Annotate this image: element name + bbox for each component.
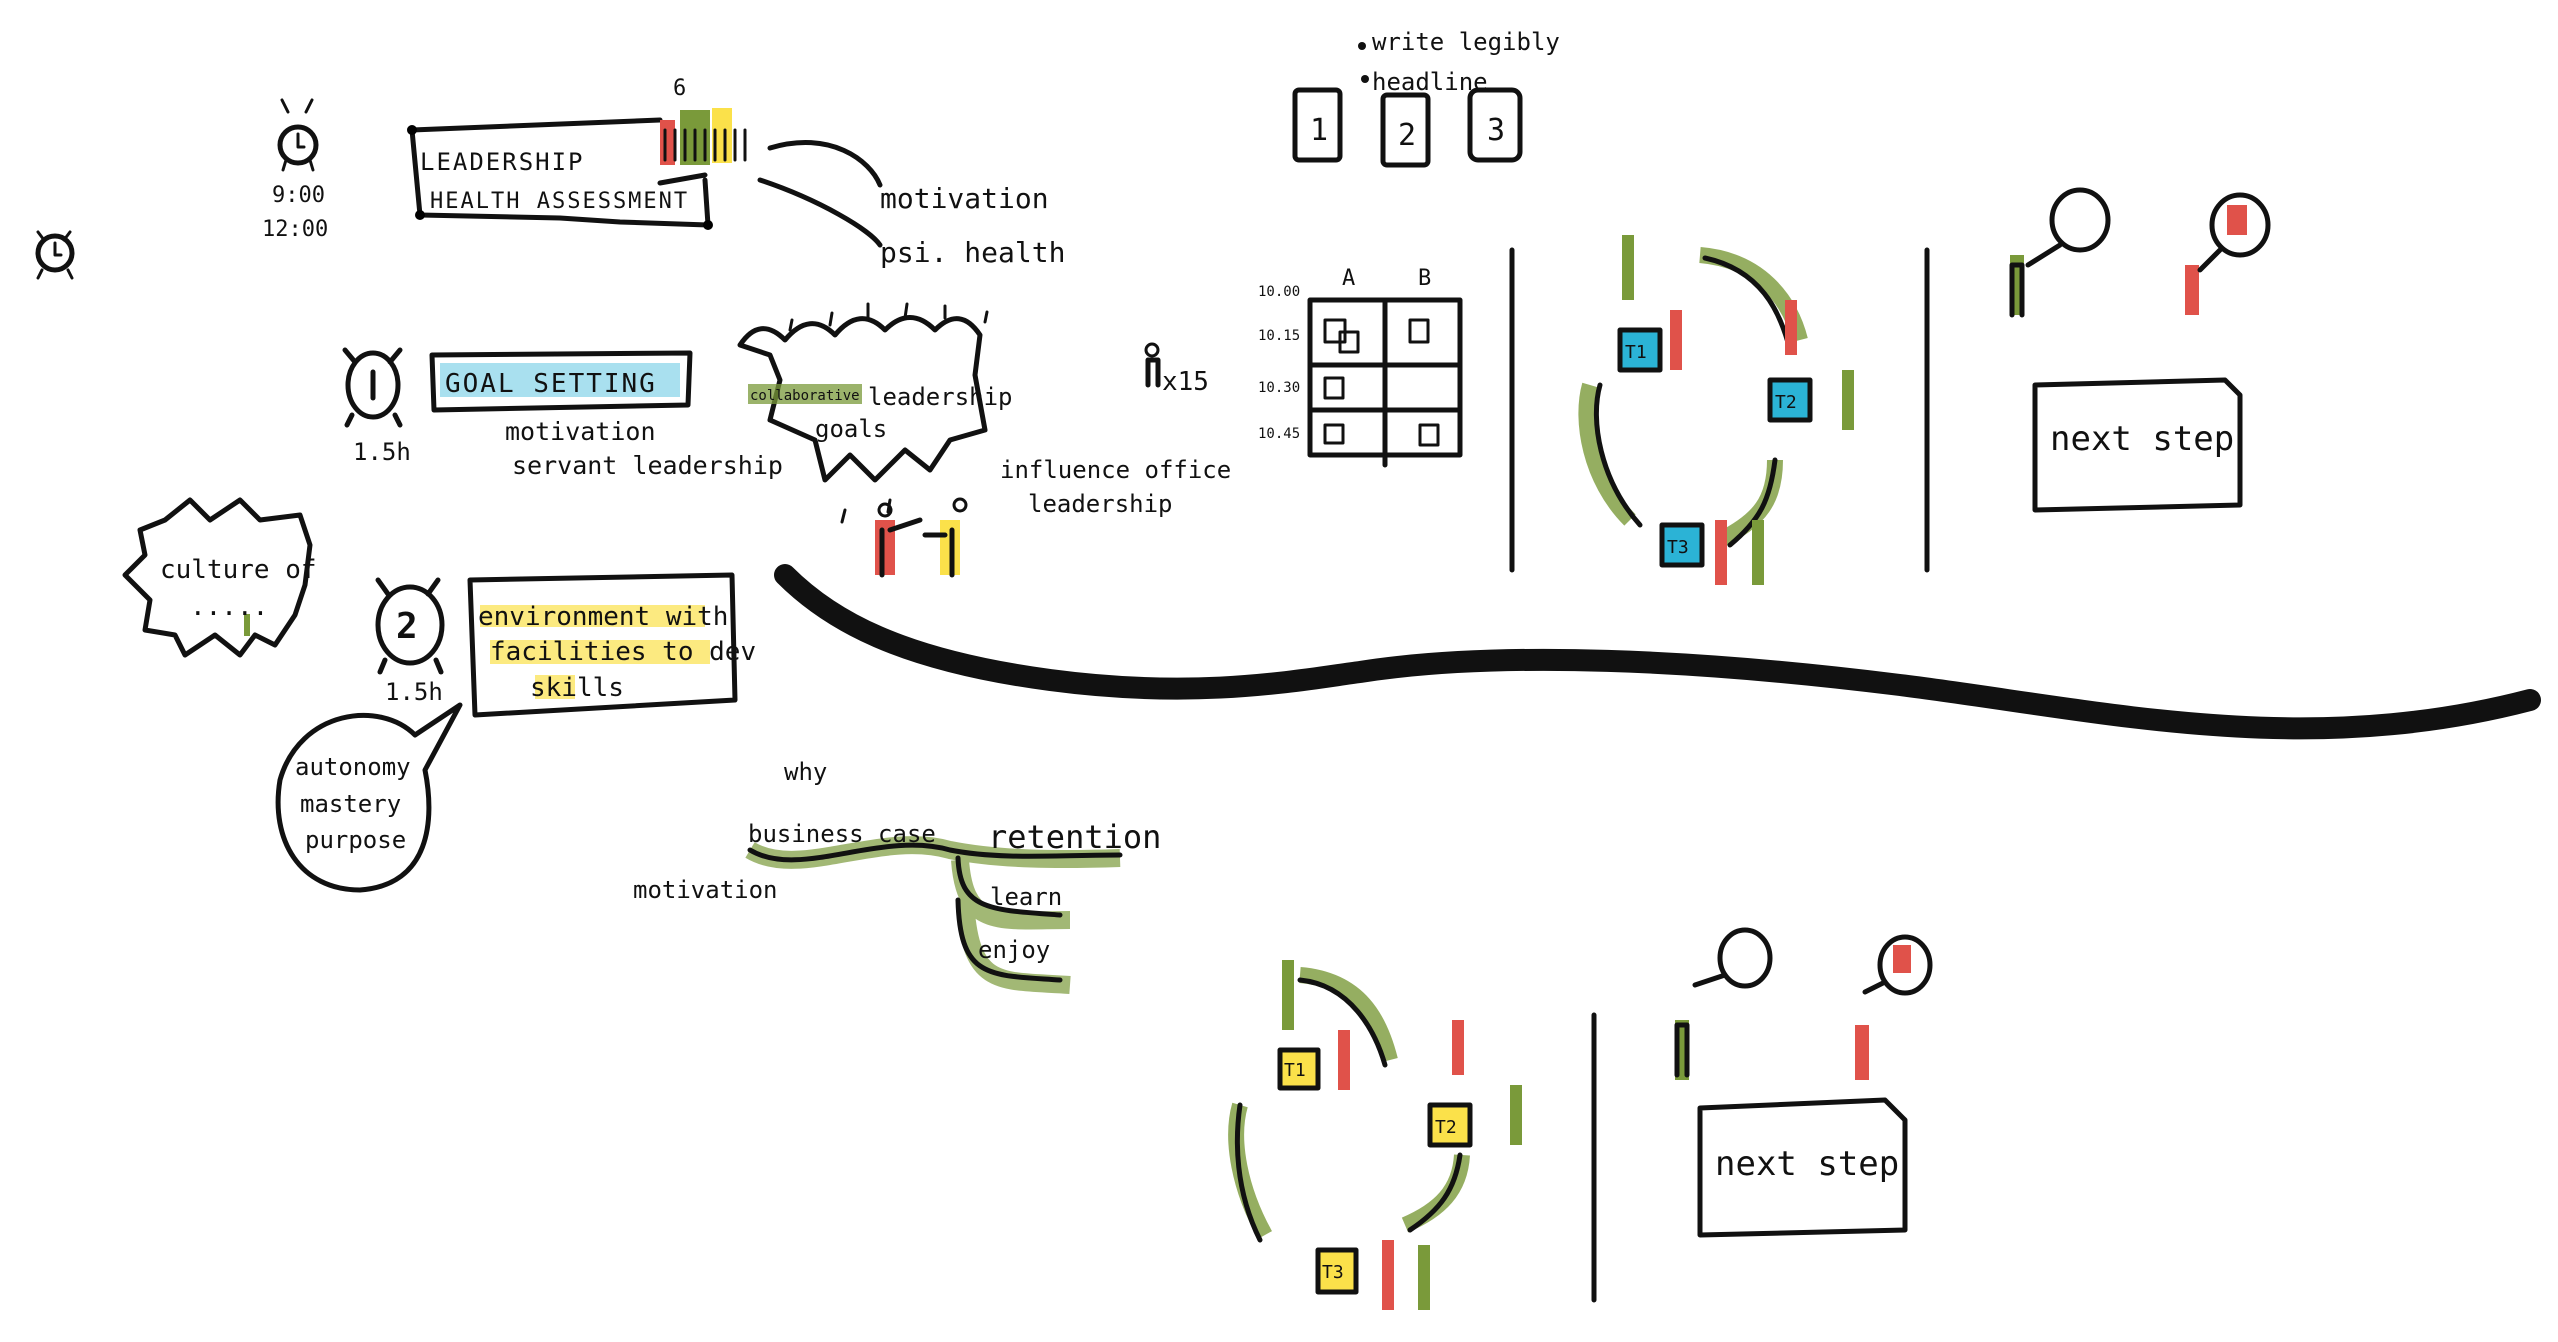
- why-root: business case: [748, 820, 936, 848]
- people-count: x15: [1162, 367, 1209, 397]
- task-label: T1: [1625, 342, 1647, 363]
- goal-setting-title: GOAL SETTING: [445, 369, 657, 399]
- influence-line-1: influence office: [1000, 456, 1231, 484]
- next-step-note-top: [2032, 377, 2243, 513]
- session-2-line-1: environment with: [478, 602, 728, 632]
- goal-setting-box: [429, 350, 693, 413]
- speech-line: autonomy: [295, 753, 411, 781]
- schedule-time: 10.00: [1258, 284, 1300, 300]
- task-label: T3: [1667, 537, 1689, 558]
- next-step-note-bottom: [1697, 1097, 1908, 1238]
- start-time: 9:00: [272, 183, 325, 208]
- task-label: T3: [1322, 1262, 1344, 1283]
- cloud-line-2: goals: [815, 415, 887, 443]
- alarm-clock-icon: [277, 98, 319, 172]
- burst-marks: [788, 302, 989, 524]
- schedule-time: 10.30: [1258, 380, 1300, 396]
- alarm-clock-1-icon: [342, 347, 403, 428]
- influence-line-2: leadership: [1028, 490, 1173, 518]
- cycle-diagram-bottom: [1228, 960, 1522, 1310]
- session-1-note-2: servant leadership: [512, 451, 783, 480]
- speech-line: purpose: [305, 826, 406, 854]
- cloud-highlight: collaborative: [750, 388, 860, 404]
- why-tree: [745, 836, 1123, 994]
- session-1-duration: 1.5h: [353, 438, 411, 466]
- card-3: 3: [1487, 113, 1505, 148]
- task-label: T1: [1284, 1060, 1306, 1081]
- end-time: 12:00: [262, 217, 328, 242]
- schedule-col-b: B: [1418, 266, 1431, 291]
- next-step-bottom: next step: [1715, 1144, 1899, 1184]
- bullet-write-legibly: write legibly: [1372, 28, 1560, 56]
- idea-cloud: [737, 315, 988, 483]
- person-icon: [1144, 342, 1161, 388]
- bullet-headline: headline: [1372, 68, 1488, 96]
- green-highlight: [748, 384, 862, 404]
- schedule-time: 10.15: [1258, 328, 1300, 344]
- yellow-highlight: [480, 605, 705, 627]
- why-branch-enjoy: enjoy: [978, 936, 1050, 964]
- session-1-note-1: motivation: [505, 417, 656, 446]
- blue-highlight: [440, 363, 680, 397]
- speech-figures-top: [2009, 187, 2271, 318]
- divider-lines: [1509, 247, 1930, 1303]
- branch-lines: [757, 140, 883, 248]
- people-group-icon: [660, 108, 747, 165]
- why-question: why: [784, 758, 827, 786]
- leadership-health-box: [407, 117, 713, 230]
- session-2-duration: 1.5h: [385, 678, 443, 706]
- session-2-line-2: facilities to dev: [490, 637, 756, 667]
- culture-bubble: [122, 497, 313, 658]
- why-main: retention: [988, 818, 1161, 856]
- why-branch-learn: learn: [990, 883, 1062, 911]
- speech-line: mastery: [300, 790, 401, 818]
- card-1: 1: [1310, 113, 1328, 148]
- yellow-highlight: [490, 640, 710, 664]
- numbered-cards: [1292, 87, 1523, 168]
- why-side: motivation: [633, 876, 778, 904]
- branch-motivation: motivation: [880, 182, 1049, 215]
- cycle-diagram-top: [1578, 235, 1854, 585]
- schedule-col-a: A: [1342, 266, 1355, 291]
- assessment-title-2: HEALTH ASSESSMENT: [430, 189, 689, 214]
- session-2-number: 2: [396, 606, 418, 647]
- culture-line-1: culture of: [160, 555, 317, 585]
- speech-figures-bottom: [1674, 927, 1933, 1080]
- task-label: T2: [1435, 1117, 1457, 1138]
- culture-line-2: .....: [190, 592, 268, 622]
- cloud-line-1: leadership: [868, 383, 1013, 411]
- session-2-line-3: skills: [530, 673, 624, 703]
- schedule-time: 10.45: [1258, 426, 1300, 442]
- task-label: T2: [1775, 392, 1797, 413]
- next-step-top: next step: [2050, 419, 2234, 459]
- environment-box: [467, 572, 738, 718]
- speech-bubble: [275, 702, 463, 893]
- group-count: 6: [673, 76, 686, 101]
- two-people-collaborating-icon: [875, 497, 968, 578]
- alarm-clock-2-icon: [375, 577, 445, 675]
- assessment-title-1: LEADERSHIP: [420, 148, 585, 176]
- yellow-highlight: [535, 675, 575, 699]
- branch-psi-health: psi. health: [880, 236, 1065, 269]
- alarm-clock-icon: [35, 230, 75, 280]
- timeline-stroke: [774, 564, 2541, 740]
- schedule-grid: [1307, 297, 1463, 468]
- card-2: 2: [1398, 118, 1416, 153]
